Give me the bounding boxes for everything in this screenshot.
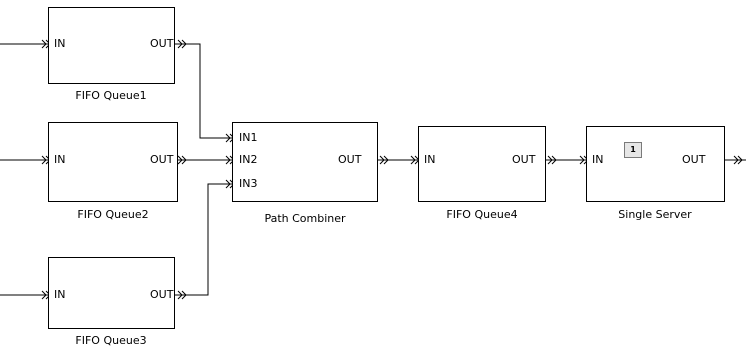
fifo-queue2-block[interactable] xyxy=(48,122,178,202)
fifo-queue3-out-port[interactable]: OUT xyxy=(150,288,174,301)
single-server-capacity-badge: 1 xyxy=(624,142,642,158)
path-combiner-block[interactable] xyxy=(232,122,378,202)
fifo-queue1-in-port[interactable]: IN xyxy=(54,37,66,50)
fifo-queue1-label: FIFO Queue1 xyxy=(75,89,147,102)
path-combiner-out-port[interactable]: OUT xyxy=(338,153,362,166)
fifo-queue2-in-port[interactable]: IN xyxy=(54,153,66,166)
single-server-out-port[interactable]: OUT xyxy=(682,153,706,166)
path-combiner-in1-port[interactable]: IN1 xyxy=(239,131,258,144)
fifo-queue2-out-port[interactable]: OUT xyxy=(150,153,174,166)
connections xyxy=(0,43,586,296)
fifo-queue3-in-port[interactable]: IN xyxy=(54,288,66,301)
fifo-queue4-out-port[interactable]: OUT xyxy=(512,153,536,166)
single-server-label: Single Server xyxy=(618,208,692,221)
fifo-queue1-block[interactable] xyxy=(48,7,175,84)
fifo-queue2-label: FIFO Queue2 xyxy=(77,208,149,221)
path-combiner-label: Path Combiner xyxy=(264,212,346,225)
fifo-queue4-in-port[interactable]: IN xyxy=(424,153,436,166)
path-combiner-in2-port[interactable]: IN2 xyxy=(239,153,258,166)
fifo-queue3-block[interactable] xyxy=(48,257,175,329)
path-combiner-in3-port[interactable]: IN3 xyxy=(239,177,258,190)
fifo-queue1-out-port[interactable]: OUT xyxy=(150,37,174,50)
fifo-queue4-block[interactable] xyxy=(418,126,546,202)
fifo-queue3-label: FIFO Queue3 xyxy=(75,334,147,347)
fifo-queue4-label: FIFO Queue4 xyxy=(446,208,518,221)
single-server-block[interactable] xyxy=(586,126,725,202)
single-server-in-port[interactable]: IN xyxy=(592,153,604,166)
